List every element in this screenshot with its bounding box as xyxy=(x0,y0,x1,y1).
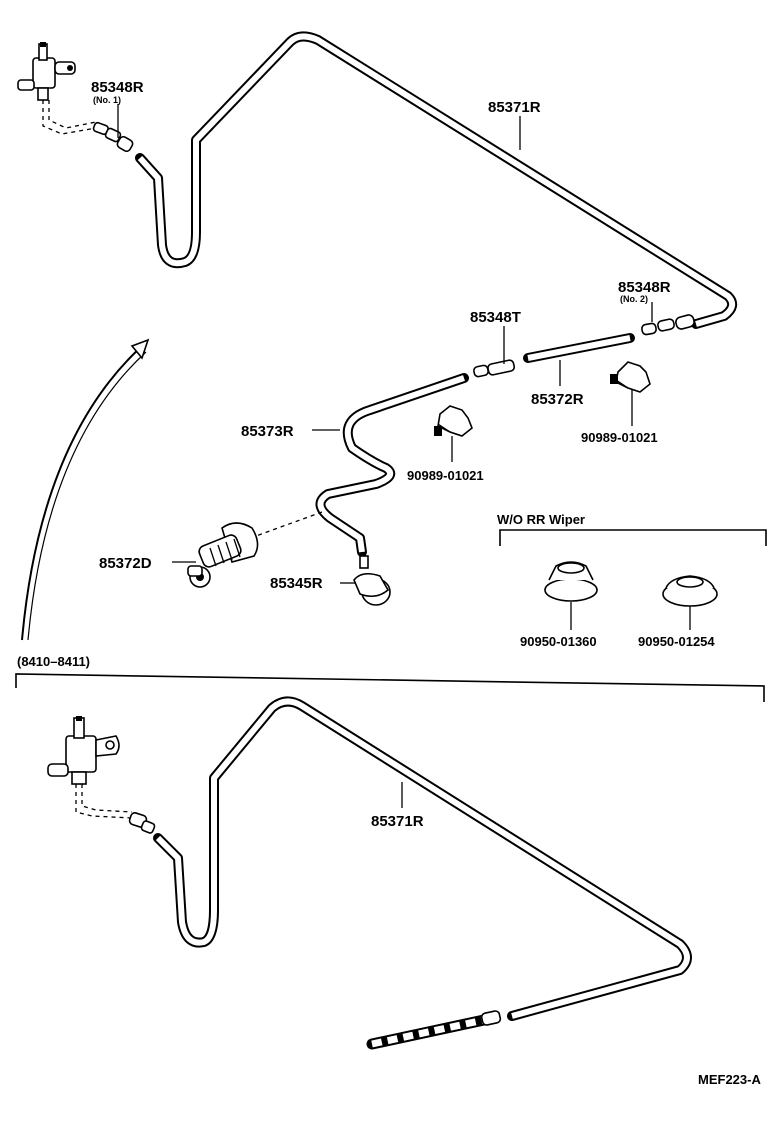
label-85348R-right-note: (No. 2) xyxy=(620,294,648,304)
label-90989-right: 90989-01021 xyxy=(581,430,658,445)
clamp-90989-right xyxy=(610,361,651,393)
label-85371R-top: 85371R xyxy=(488,99,541,116)
label-90989-left: 90989-01021 xyxy=(407,468,484,483)
hose-85371R-bottom xyxy=(153,696,692,1021)
connector-85348R-no2 xyxy=(641,314,695,336)
label-85372R: 85372R xyxy=(531,391,584,408)
plug-90950-01360 xyxy=(544,561,598,602)
clamp-90989-left xyxy=(434,405,473,437)
label-85373R: 85373R xyxy=(241,423,294,440)
label-wo-rr-wiper: W/O RR Wiper xyxy=(497,512,585,527)
label-figure-code: MEF223-A xyxy=(698,1072,761,1087)
label-85345R: 85345R xyxy=(270,575,323,592)
lower-left-nozzle-joint xyxy=(47,716,120,785)
lower-tail-tube xyxy=(366,1010,502,1050)
upper-left-nozzle-joint xyxy=(17,42,76,101)
hose-85373R xyxy=(315,373,469,557)
label-90950-01360: 90950-01360 xyxy=(520,634,597,649)
label-85348R-right: 85348R xyxy=(618,279,671,296)
label-range-8410-8411: (8410–8411) xyxy=(17,654,90,669)
plug-90950-01254 xyxy=(662,575,718,607)
direction-arrow xyxy=(21,338,150,641)
label-85348R-top: 85348R xyxy=(91,79,144,96)
lower-connector xyxy=(128,812,156,834)
label-85371R-bottom: 85371R xyxy=(371,813,424,830)
label-85372D: 85372D xyxy=(99,555,152,572)
label-85348T: 85348T xyxy=(470,309,521,326)
label-90950-01254: 90950-01254 xyxy=(638,634,715,649)
label-85348R-top-note: (No. 1) xyxy=(93,95,121,105)
hose-85371R-top xyxy=(135,31,738,329)
grommet-85372D xyxy=(187,522,259,588)
hose-85372R xyxy=(523,333,635,363)
nozzle-85345R xyxy=(353,555,391,606)
connector-85348T xyxy=(473,359,516,378)
connector-85348R-no1 xyxy=(92,121,134,153)
